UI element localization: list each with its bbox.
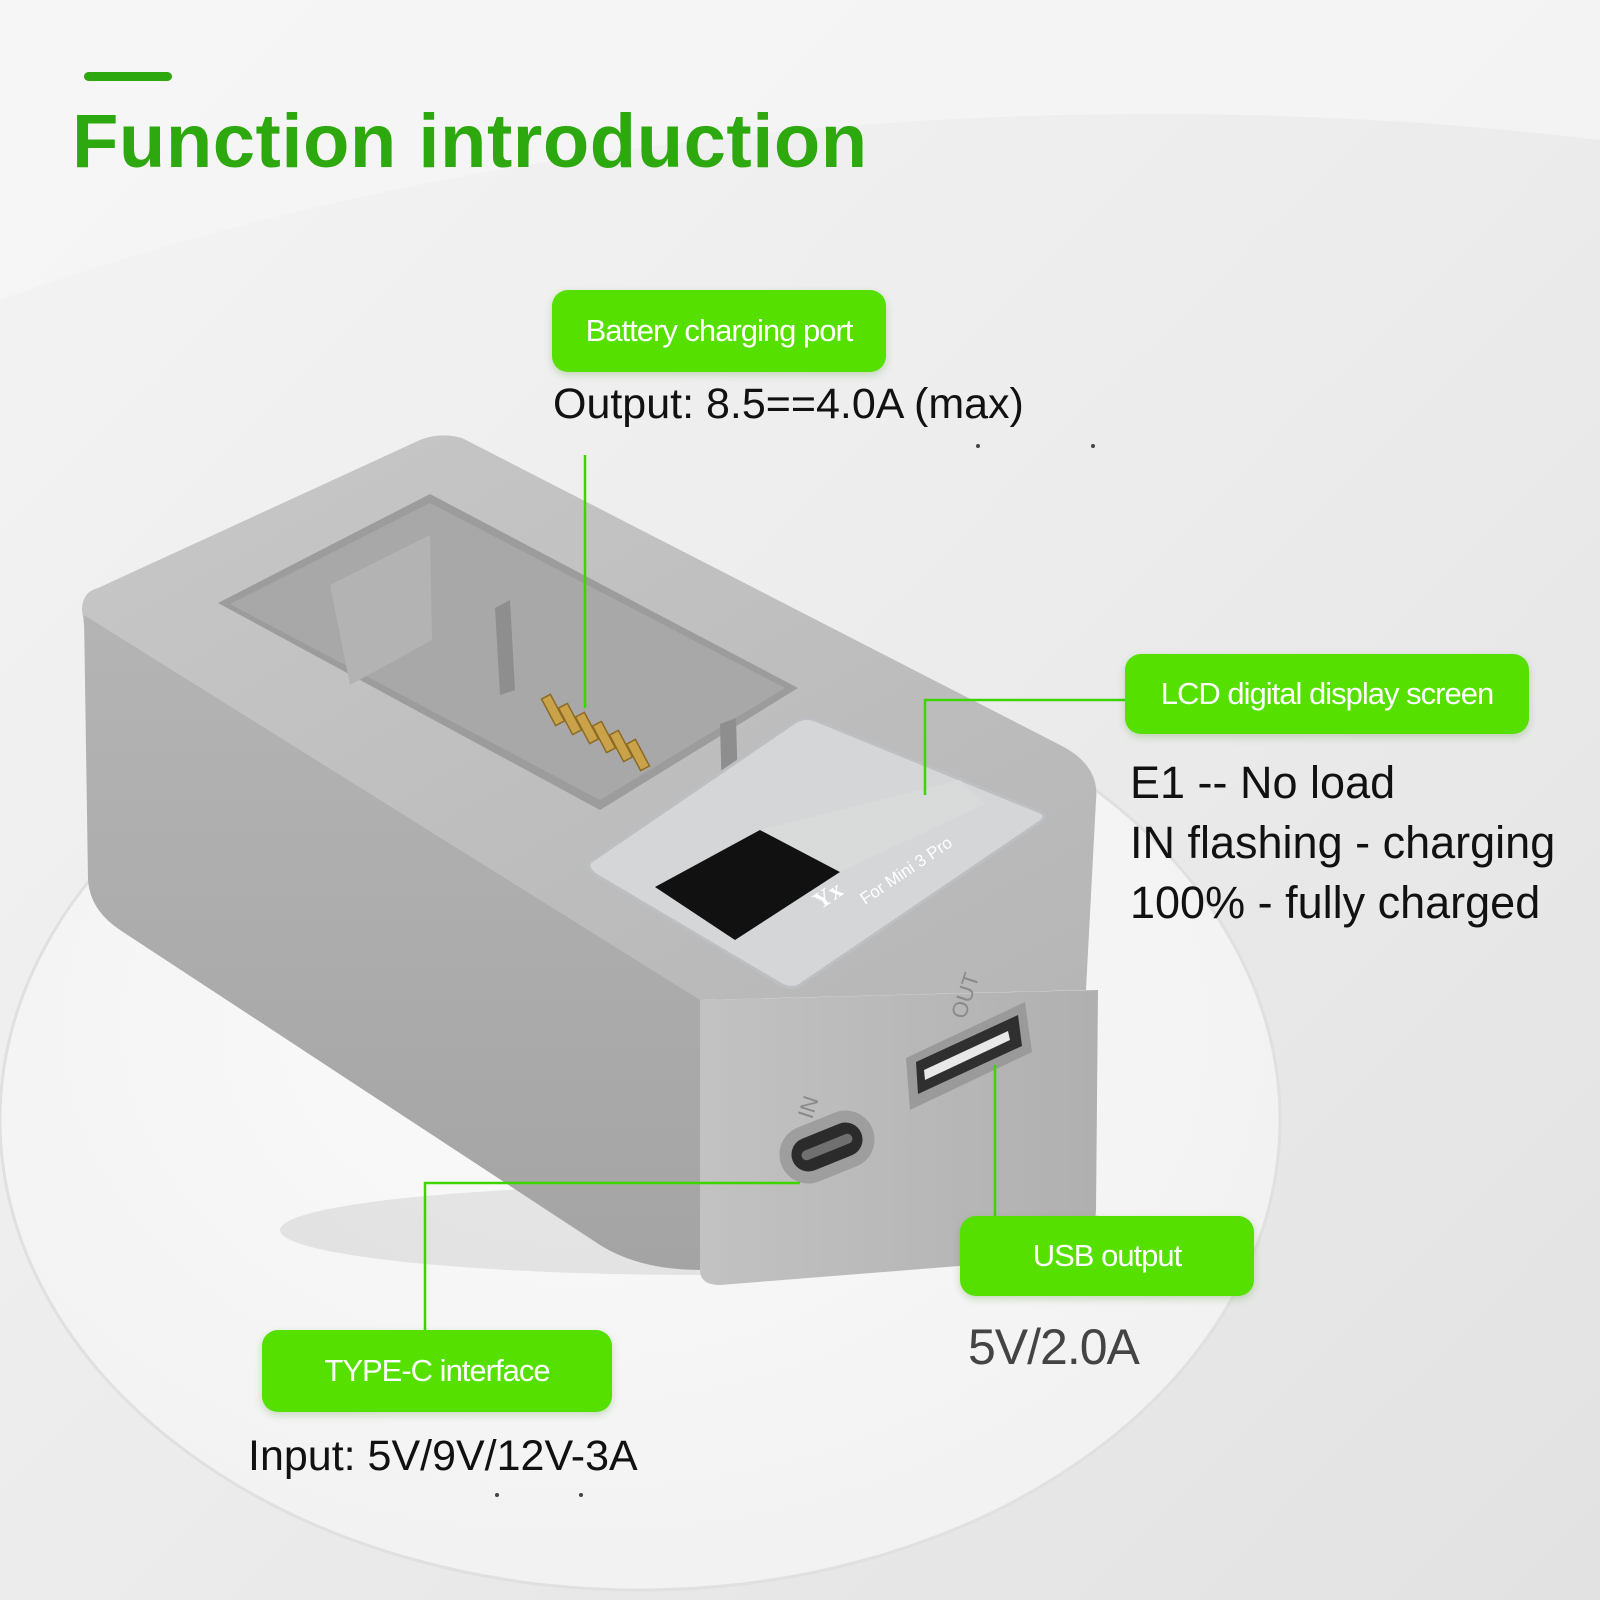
battery-charging-port-tag: Battery charging port bbox=[552, 290, 886, 372]
usb-output-tag: USB output bbox=[960, 1216, 1254, 1296]
typec-line bbox=[423, 1181, 800, 1330]
accent-bar bbox=[84, 72, 172, 81]
lcd-screen bbox=[655, 830, 840, 940]
usb-output-spec: 5V/2.0A bbox=[968, 1319, 1140, 1375]
type-c-port: IN bbox=[779, 1093, 875, 1184]
device-side-face bbox=[84, 615, 700, 1270]
page-title: Function introduction bbox=[72, 99, 868, 184]
battery-port-output-spec: Output: 8.5==4.0A (max) bbox=[553, 380, 1024, 428]
callout-lines bbox=[423, 455, 1125, 1330]
type-c-input-spec: Input: 5V/9V/12V-3A bbox=[248, 1432, 638, 1480]
lcd-status-line: IN flashing - charging bbox=[1130, 817, 1556, 868]
type-c-interface-tag: TYPE-C interface bbox=[262, 1330, 612, 1412]
lcd-display-screen-tag: LCD digital display screen bbox=[1125, 654, 1529, 734]
battery-charging-pins bbox=[540, 693, 651, 772]
lcd-status-list: E1 -- No load IN flashing - charging 100… bbox=[1130, 753, 1555, 933]
lcd-line bbox=[923, 698, 1125, 795]
lcd-status-line: E1 -- No load bbox=[1130, 757, 1396, 808]
lcd-status-line: 100% - fully charged bbox=[1130, 877, 1541, 928]
